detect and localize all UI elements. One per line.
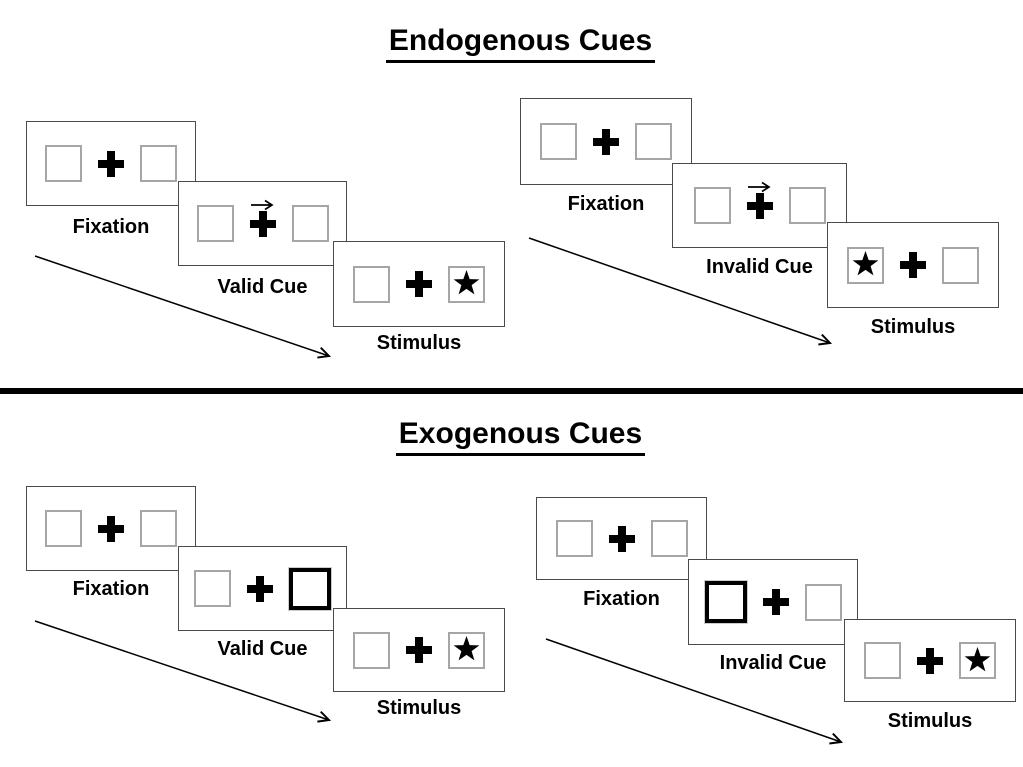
right-arrow-cue-icon	[250, 199, 274, 210]
star-icon	[453, 270, 480, 295]
timeline-arrow-icon	[528, 237, 833, 346]
fixation-panel	[536, 497, 707, 580]
stimulus-label: Stimulus	[870, 316, 956, 338]
stimulus-panel	[827, 222, 999, 308]
stimulus-label: Stimulus	[887, 710, 973, 732]
star-icon	[453, 636, 480, 661]
fixation-cross-icon	[608, 525, 635, 552]
placeholder-box-left	[45, 510, 82, 547]
valid-cue-panel	[178, 546, 347, 631]
target-box-left	[847, 246, 884, 284]
placeholder-box-left	[353, 265, 390, 303]
placeholder-box-right	[804, 583, 842, 621]
placeholder-box-left	[45, 145, 82, 182]
placeholder-box-right	[140, 145, 177, 182]
fixation-label: Fixation	[567, 193, 645, 215]
fixation-label: Fixation	[72, 578, 150, 600]
stimulus-panel	[333, 241, 505, 327]
fixation-panel	[26, 486, 196, 571]
placeholder-box-right	[942, 246, 979, 284]
highlighted-box-right	[288, 566, 332, 611]
stimulus-panel	[844, 619, 1016, 702]
target-box-right	[959, 642, 996, 679]
fixation-cross-icon	[762, 589, 789, 615]
placeholder-box-left	[693, 187, 731, 224]
exogenous-section-title: Exogenous Cues	[0, 417, 1023, 456]
fixation-cross-icon	[98, 150, 124, 177]
fixation-label: Fixation	[72, 216, 150, 238]
invalid-cue-panel	[688, 559, 858, 645]
cue-label: Invalid Cue	[719, 652, 827, 674]
stimulus-label: Stimulus	[376, 697, 462, 719]
invalid-cue-panel	[672, 163, 847, 248]
timeline-arrow-icon	[34, 620, 332, 723]
fixation-cross-icon	[406, 637, 432, 663]
fixation-cross-icon	[249, 199, 276, 237]
placeholder-box-left	[555, 520, 593, 557]
fixation-cross-icon	[746, 181, 773, 219]
stimulus-label: Stimulus	[376, 332, 462, 354]
target-box-right	[448, 265, 485, 303]
cue-label: Valid Cue	[217, 276, 308, 298]
timeline-arrow-icon	[34, 255, 332, 359]
fixation-panel	[26, 121, 196, 206]
highlighted-box-left	[703, 580, 748, 624]
placeholder-box-right	[788, 187, 826, 224]
placeholder-box-right	[140, 510, 177, 547]
fixation-cross-icon	[406, 271, 432, 297]
cue-label: Valid Cue	[217, 638, 308, 660]
fixation-label: Fixation	[583, 588, 660, 610]
fixation-cross-icon	[247, 575, 273, 602]
target-box-right	[448, 631, 485, 669]
exogenous-title-text: Exogenous Cues	[395, 417, 646, 456]
star-icon	[852, 251, 879, 276]
endogenous-title-text: Endogenous Cues	[385, 24, 656, 63]
section-divider	[0, 388, 1023, 394]
fixation-cross-icon	[917, 647, 943, 674]
placeholder-box-right	[291, 205, 329, 242]
timeline-arrow-icon	[545, 638, 844, 745]
fixation-cross-icon	[98, 515, 124, 542]
placeholder-box-right	[635, 123, 672, 160]
star-icon	[964, 646, 991, 671]
right-arrow-cue-icon	[747, 181, 771, 192]
placeholder-box-left	[194, 570, 231, 607]
placeholder-box-left	[864, 642, 901, 679]
placeholder-box-left	[196, 205, 234, 242]
fixation-cross-icon	[900, 252, 926, 278]
valid-cue-panel	[178, 181, 347, 266]
placeholder-box-left	[540, 123, 577, 160]
endogenous-section-title: Endogenous Cues	[0, 24, 1023, 63]
fixation-panel	[520, 98, 692, 185]
stimulus-panel	[333, 608, 505, 692]
fixation-cross-icon	[593, 128, 619, 155]
placeholder-box-left	[353, 631, 390, 669]
placeholder-box-right	[650, 520, 688, 557]
cue-label: Invalid Cue	[706, 256, 813, 278]
